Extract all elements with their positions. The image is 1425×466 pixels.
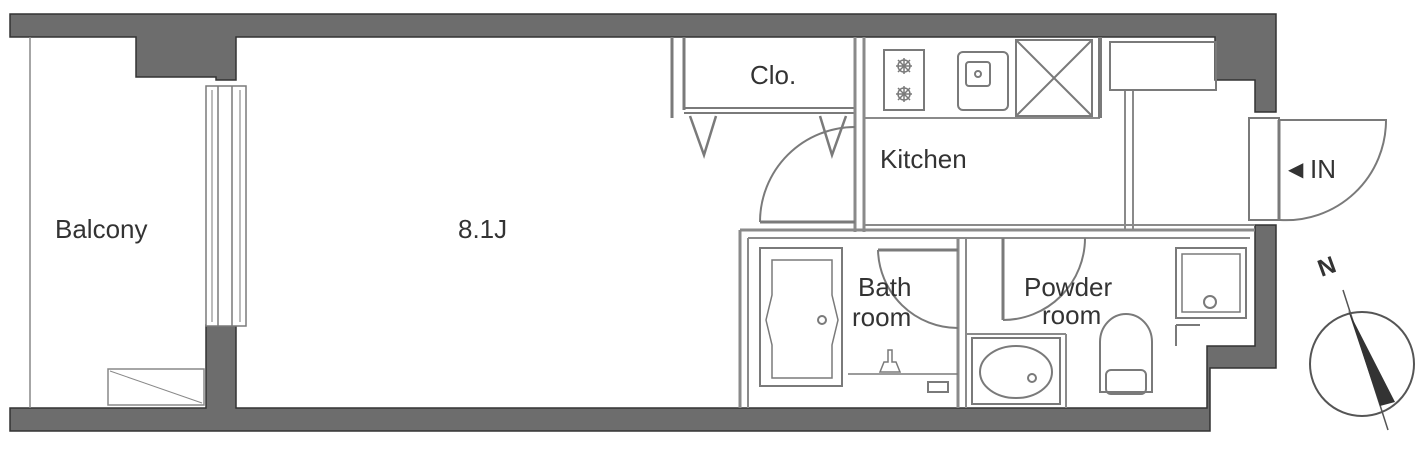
powder-label-line1: Powder — [1024, 272, 1112, 302]
entrance-arrow-icon: ◀ — [1288, 159, 1304, 181]
room-labels: Balcony 8.1J Clo. Kitchen Bath room Powd… — [55, 60, 1336, 332]
stove — [883, 49, 925, 111]
bath-label-line1: Bath — [858, 272, 912, 302]
toilet — [1099, 313, 1153, 393]
compass-ring — [1309, 311, 1415, 417]
kitchen-label: Kitchen — [880, 144, 967, 174]
shower-head — [878, 349, 902, 373]
entrance-label: IN — [1310, 154, 1336, 184]
balcony-label: Balcony — [55, 214, 148, 244]
storage-cabinet — [1175, 247, 1247, 319]
entrance-door — [1248, 117, 1388, 222]
top-wall — [9, 13, 1277, 113]
main-room-door — [759, 126, 856, 224]
outdoor-unit — [107, 368, 205, 406]
compass: N — [1309, 251, 1415, 431]
compass-north-label: N — [1314, 251, 1340, 282]
partition-walls — [738, 37, 1255, 408]
fridge-space — [1015, 39, 1093, 117]
main-room-label: 8.1J — [458, 214, 507, 244]
closet — [670, 37, 855, 159]
burner-top — [896, 58, 912, 74]
bath-fixtures — [759, 247, 959, 393]
compass-needle — [1348, 310, 1395, 406]
powder-fixtures — [971, 237, 1247, 405]
washer-space — [1109, 41, 1217, 91]
balcony-area — [29, 37, 205, 408]
kitchen-sink — [957, 51, 1009, 111]
closet-label: Clo. — [750, 60, 796, 90]
bath-label-line2: room — [852, 302, 911, 332]
bathtub — [759, 247, 843, 387]
shower-tap — [927, 381, 949, 393]
burner-bottom — [896, 86, 912, 102]
kitchen-fixtures — [883, 37, 1217, 118]
exterior-walls — [9, 13, 1277, 432]
washbasin — [971, 337, 1061, 405]
powder-label-line2: room — [1042, 300, 1101, 330]
balcony-window — [205, 85, 247, 327]
